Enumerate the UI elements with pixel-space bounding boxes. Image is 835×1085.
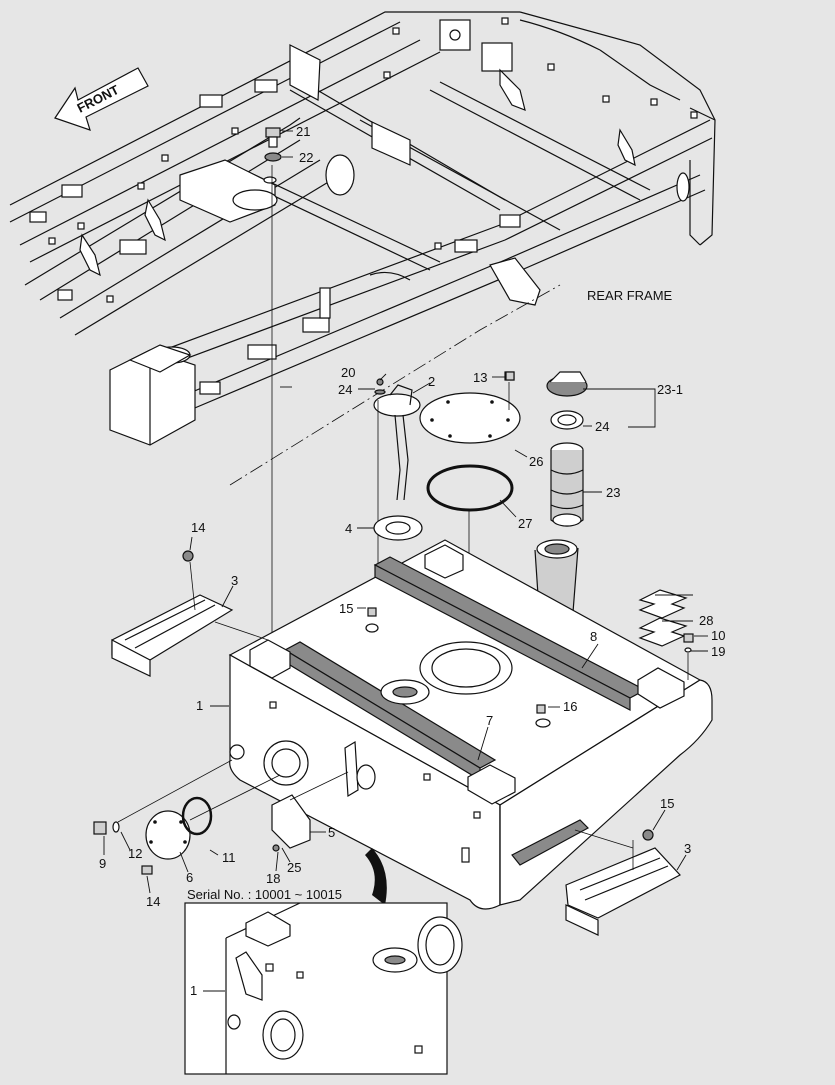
callout-14b: 15 <box>660 796 674 811</box>
callout-7: 7 <box>486 713 493 728</box>
rear-frame <box>9 11 716 486</box>
callout-26: 27 <box>518 516 532 531</box>
step-3-left <box>111 550 269 677</box>
fuel-tank-1 <box>228 539 713 910</box>
callout-3a: 3 <box>231 573 238 588</box>
callout-23: 23-1 <box>657 382 683 397</box>
bolt-19 <box>264 127 293 640</box>
rear-frame-label: REAR FRAME <box>587 288 673 303</box>
callout-11: 11 <box>222 850 236 865</box>
serial-label: Serial No. : 10001 ~ 10015 <box>187 887 342 902</box>
callout-2: 2 <box>428 374 435 389</box>
callout-16: 18 <box>266 871 280 886</box>
fuel-sender-2 <box>373 378 421 690</box>
callout-19: 21 <box>296 124 310 139</box>
callout-10: 10 <box>711 628 725 643</box>
callout-6: 6 <box>186 870 193 885</box>
o-ring-26 <box>426 464 514 512</box>
drain-cover-6 <box>93 759 281 875</box>
callout-12: 12 <box>128 846 142 861</box>
callout-9: 9 <box>99 856 106 871</box>
bolt-10 <box>683 633 694 680</box>
callout-13b: 14 <box>146 894 160 909</box>
callout-14a: 14 <box>191 520 205 535</box>
callout-24b: 25 <box>287 860 301 875</box>
callout-20: 22 <box>299 150 313 165</box>
leader-lines <box>103 373 708 992</box>
callout-24a: 24 <box>338 382 352 397</box>
callout-1b: 1 <box>190 983 197 998</box>
bracket-5 <box>271 771 349 852</box>
callout-15b: 16 <box>563 699 577 714</box>
inset-detail: Serial No. : 10001 ~ 10015 <box>184 887 463 1075</box>
callout-21: 19 <box>711 644 725 659</box>
bolt-15a <box>367 607 377 617</box>
callout-25: 26 <box>529 454 543 469</box>
callout-8: 8 <box>590 629 597 644</box>
front-arrow: FRONT <box>54 67 149 131</box>
callout-13a: 13 <box>473 370 487 385</box>
callouts: 21 22 20 24 2 13 23-1 24 26 23 27 4 14 3… <box>99 124 725 998</box>
shims <box>638 589 688 647</box>
callout-3b: 3 <box>684 841 691 856</box>
callout-1: 1 <box>196 698 203 713</box>
bolt-13 <box>505 371 515 381</box>
callout-27: 28 <box>699 613 713 628</box>
callout-23-1: 24 <box>595 419 609 434</box>
callout-18: 20 <box>341 365 355 380</box>
callout-22: 23 <box>606 485 620 500</box>
gasket-4 <box>373 515 423 541</box>
callout-15a: 15 <box>339 601 353 616</box>
callout-5: 5 <box>328 825 335 840</box>
bolt-15b <box>536 704 546 714</box>
inset-arrow <box>365 848 387 905</box>
step-3-right <box>565 829 681 936</box>
fuel-cap-23 <box>546 371 588 430</box>
callout-4: 4 <box>345 521 352 536</box>
strainer-22 <box>550 442 584 527</box>
